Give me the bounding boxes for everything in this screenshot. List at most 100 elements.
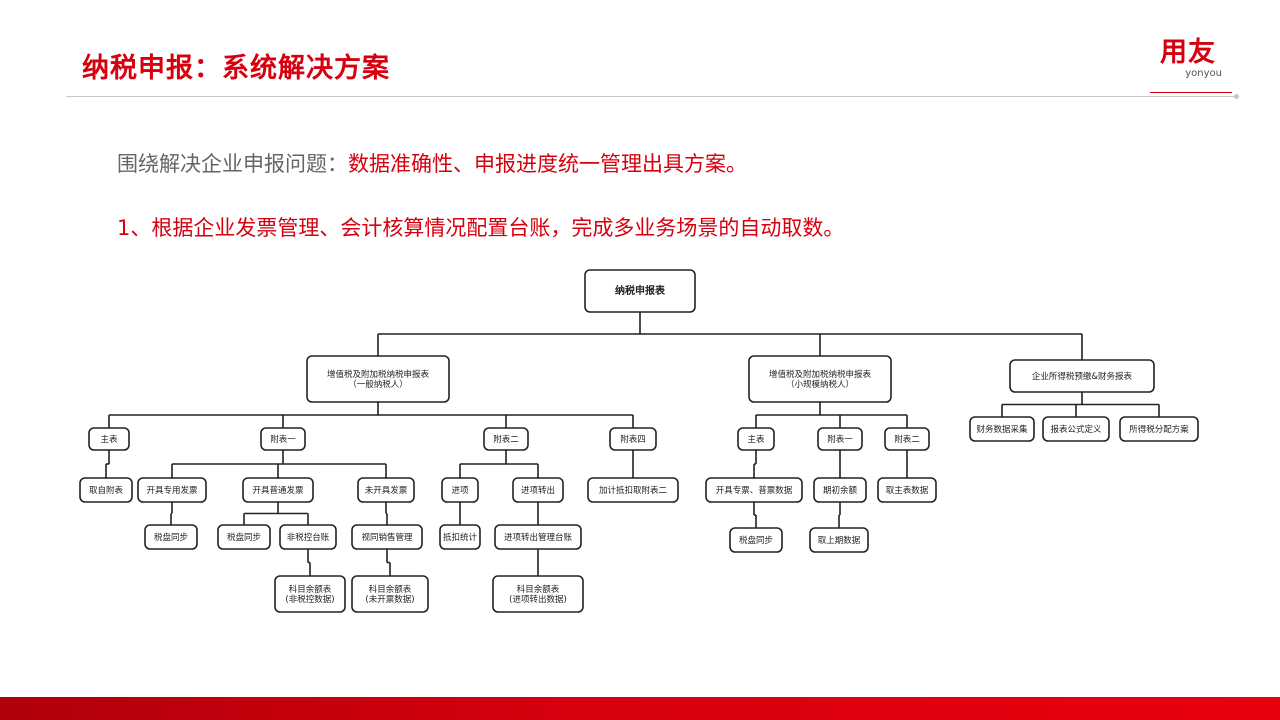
diagram-node-vat-general: 增值税及附加税纳税申报表（一般纳税人）: [306, 355, 450, 403]
logo-text-cn: 用友: [1160, 37, 1216, 68]
footer-bar: [0, 697, 1280, 720]
diagram-node-g-att4-src: 加计抵扣取附表二: [587, 477, 679, 503]
diagram-node-s-main-src: 取主表数据: [877, 477, 937, 503]
diagram-node-vat-small: 增值税及附加税纳税申报表（小规模纳税人）: [748, 355, 892, 403]
diagram-node-box: [609, 427, 657, 451]
diagram-node-label: 非税控台账: [287, 532, 330, 543]
diagram-node-label: 税盘同步: [739, 535, 773, 546]
diagram-node-box: [737, 427, 775, 451]
diagram-node-root: 纳税申报表: [584, 269, 696, 313]
diagram-node-s-main: 主表: [737, 427, 775, 451]
diagram-node-g-transfer-ledger: 进项转出管理台账: [494, 524, 582, 550]
diagram-node-label: 纳税申报表: [615, 284, 666, 297]
diagram-node-label: 税盘同步: [154, 532, 188, 543]
diagram-node-box: [884, 427, 930, 451]
diagram-node-box: [1042, 416, 1110, 442]
diagram-node-box: [144, 524, 198, 550]
diagram-node-g-att1: 附表一: [260, 427, 306, 451]
intro-text: 围绕解决企业申报问题：数据准确性、申报进度统一管理出具方案。: [117, 148, 747, 178]
diagram-node-box: [1119, 416, 1199, 442]
diagram-node-box: [260, 427, 306, 451]
diagram-node-label: 取主表数据: [886, 485, 929, 496]
diagram-node-label: 税盘同步: [227, 532, 261, 543]
diagram-node-g-input: 进项: [441, 477, 479, 503]
diagram-node-g-noinv: 未开具发票: [357, 477, 415, 503]
diagram-node-label: 开具专用发票: [146, 485, 198, 496]
diagram-node-g-nontax: 非税控台账: [279, 524, 337, 550]
diagram-node-g-att2: 附表二: [483, 427, 529, 451]
diagram-node-box: [441, 477, 479, 503]
diagram-node-box: [137, 477, 207, 503]
diagram-node-box: [351, 524, 423, 550]
diagram-node-s-att1: 附表一: [817, 427, 863, 451]
diagram-node-g-sync1: 税盘同步: [144, 524, 198, 550]
diagram-node-g-bal2: 科目余额表(未开票数据): [351, 575, 429, 613]
diagram-node-label: 科目余额表: [289, 584, 332, 595]
header-divider: [66, 96, 1236, 97]
diagram-node-box: [306, 355, 450, 403]
diagram-node-c-alloc: 所得税分配方案: [1119, 416, 1199, 442]
diagram-node-g-sync2: 税盘同步: [217, 524, 271, 550]
diagram-node-box: [483, 427, 529, 451]
diagram-node-g-main: 主表: [88, 427, 130, 451]
diagram-node-box: [439, 524, 481, 550]
diagram-node-label: 科目余额表: [369, 584, 412, 595]
diagram-node-label: 增值税及附加税纳税申报表: [769, 369, 872, 380]
diagram-node-c-formula: 报表公式定义: [1042, 416, 1110, 442]
diagram-node-box: [494, 524, 582, 550]
diagram-node-label: 加计抵扣取附表二: [599, 485, 668, 496]
diagram-node-box: [587, 477, 679, 503]
diagram-node-g-att4: 附表四: [609, 427, 657, 451]
diagram-node-label: 开具专票、普票数据: [716, 485, 793, 496]
logo-text-en: yonyou: [1185, 68, 1222, 79]
diagram-node-g-bal3: 科目余额表(进项转出数据): [492, 575, 584, 613]
diagram-node-g-normal: 开具普通发票: [242, 477, 314, 503]
diagram-node-box: [274, 575, 346, 613]
diagram-node-g-special: 开具专用发票: [137, 477, 207, 503]
diagram-node-label: 企业所得税预缴&财务报表: [1032, 371, 1133, 382]
diagram-node-box: [729, 527, 783, 553]
diagram-node-label: 附表二: [493, 434, 519, 445]
diagram-node-s-prev: 取上期数据: [809, 527, 869, 553]
diagram-node-label: 附表一: [270, 434, 296, 445]
diagram-node-box: [492, 575, 584, 613]
diagram-node-s-att2: 附表二: [884, 427, 930, 451]
diagram-node-g-sales: 视同销售管理: [351, 524, 423, 550]
diagram-node-label: 主表: [100, 434, 118, 445]
diagram-node-label: 抵扣统计: [443, 532, 478, 543]
diagram-node-cit: 企业所得税预缴&财务报表: [1009, 359, 1155, 393]
diagram-node-label: 取自附表: [89, 485, 124, 496]
diagram-node-box: [79, 477, 133, 503]
diagram-node-box: [217, 524, 271, 550]
diagram-node-box: [88, 427, 130, 451]
diagram-node-box: [357, 477, 415, 503]
diagram-node-label: (进项转出数据): [509, 594, 567, 605]
intro-highlight: 数据准确性、申报进度统一管理出具方案。: [348, 152, 747, 176]
diagram-node-label: (非税控数据): [285, 594, 334, 605]
diagram-node-label: 视同销售管理: [361, 532, 413, 543]
diagram-node-label: 未开具发票: [365, 485, 408, 496]
diagram-node-box: [748, 355, 892, 403]
diagram-node-label: 科目余额表: [517, 584, 560, 595]
diagram-node-s-sync: 税盘同步: [729, 527, 783, 553]
diagram-node-box: [279, 524, 337, 550]
diagram-node-box: [1009, 359, 1155, 393]
diagram-node-box: [969, 416, 1035, 442]
diagram-node-label: 进项转出: [521, 485, 555, 496]
diagram-node-label: 附表二: [894, 434, 920, 445]
diagram-node-box: [809, 527, 869, 553]
diagram-node-label: 附表一: [827, 434, 853, 445]
diagram-node-label: (未开票数据): [365, 594, 414, 605]
diagram-node-s-opening: 期初余额: [813, 477, 867, 503]
brand-logo: 用友 yonyou: [1148, 38, 1228, 80]
diagram-node-box: [512, 477, 564, 503]
point-1-text: 1、根据企业发票管理、会计核算情况配置台账，完成多业务场景的自动取数。: [117, 216, 845, 240]
header-divider-dot: [1234, 94, 1239, 99]
diagram-node-box: [817, 427, 863, 451]
diagram-node-box: [584, 269, 696, 313]
diagram-node-label: 报表公式定义: [1050, 424, 1102, 435]
diagram-node-label: 增值税及附加税纳税申报表: [327, 369, 430, 380]
diagram-node-box: [813, 477, 867, 503]
diagram-node-label: 所得税分配方案: [1129, 424, 1189, 435]
